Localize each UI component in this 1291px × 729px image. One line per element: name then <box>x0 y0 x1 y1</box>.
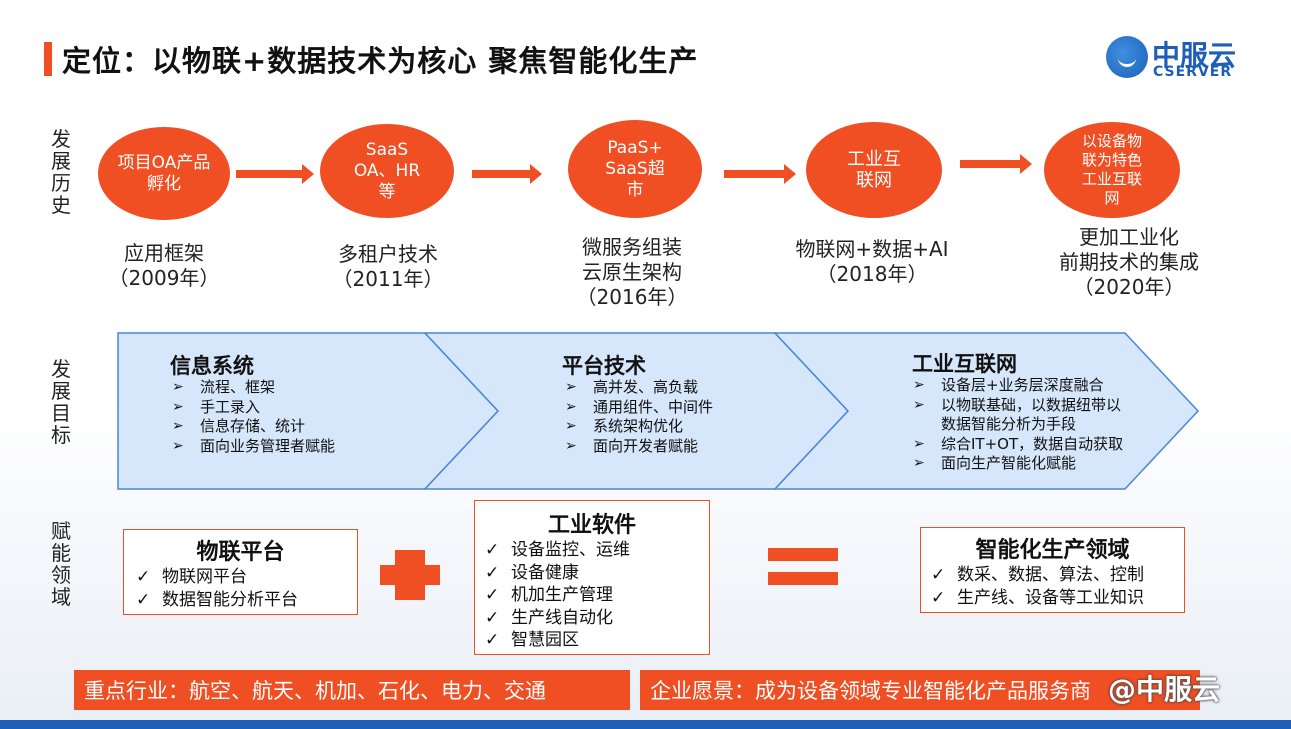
history-caption-2020: 更加工业化 前期技术的集成 （2020年） <box>1040 225 1218 300</box>
list-item: 面向生产智能化赋能 <box>913 454 1125 474</box>
caption-line: 前期技术的集成 <box>1059 250 1199 274</box>
goal-title-information-system: 信息系统 <box>170 354 254 378</box>
list-item: 面向业务管理者赋能 <box>172 437 342 457</box>
list-item: 设备层+业务层深度融合 <box>913 376 1125 396</box>
bottom-accent-line <box>0 720 1291 729</box>
list-item: 机加生产管理 <box>481 584 709 607</box>
row-label-domains: 赋能领域 <box>51 519 71 609</box>
history-bubble-2009: 项目OA产品孵化 <box>98 127 230 220</box>
caption-line: 多租户技术 <box>338 242 438 266</box>
iot-platform-box: 物联平台 物联网平台 数据智能分析平台 <box>123 529 358 615</box>
vision-text: 企业愿景：成为设备领域专业智能化产品服务商 <box>650 679 1091 703</box>
watermark: @中服云 <box>1108 673 1221 706</box>
equals-sign-bottom <box>768 572 838 585</box>
list-item: 设备监控、运维 <box>481 539 709 562</box>
caption-line: 应用框架 <box>124 241 204 265</box>
caption-line: 云原生架构 <box>582 260 682 284</box>
history-bubble-2018: 工业互联网 <box>806 122 942 218</box>
list-item: 流程、框架 <box>172 378 342 398</box>
goal-list-information-system: 流程、框架 手工录入 信息存储、统计 面向业务管理者赋能 <box>172 378 342 456</box>
smart-production-box: 智能化生产领域 数采、数据、算法、控制 生产线、设备等工业知识 <box>920 527 1185 613</box>
list-item: 系统架构优化 <box>565 417 715 437</box>
title-accent-bar <box>44 42 52 76</box>
history-bubble-text: 工业互联网 <box>847 149 901 191</box>
caption-line: 微服务组装 <box>582 235 682 259</box>
list-item: 通用组件、中间件 <box>565 398 715 418</box>
history-caption-2009: 应用框架 （2009年） <box>94 241 234 291</box>
logo-wave-mark <box>1118 50 1136 67</box>
caption-line: （2020年） <box>1073 275 1185 299</box>
industries-text: 重点行业：航空、航天、机加、石化、电力、交通 <box>84 679 546 703</box>
list-item: 智慧园区 <box>481 629 709 652</box>
smart-production-title: 智能化生产领域 <box>975 538 1130 563</box>
history-bubble-text: 项目OA产品孵化 <box>117 152 211 194</box>
industrial-software-list: 设备监控、运维 设备健康 机加生产管理 生产线自动化 智慧园区 <box>481 539 709 652</box>
list-item: 高并发、高负载 <box>565 378 715 398</box>
list-item: 信息存储、统计 <box>172 417 342 437</box>
list-item: 面向开发者赋能 <box>565 437 715 457</box>
history-bubble-text: 以设备物联为特色工业互联网 <box>1081 132 1142 207</box>
list-item: 数据智能分析平台 <box>132 589 357 612</box>
history-arrow <box>960 154 1032 174</box>
history-bubble-text: PaaS+ SaaS超市 <box>605 137 665 200</box>
caption-line: 物联网+数据+AI <box>795 237 949 261</box>
list-item: 生产线自动化 <box>481 607 709 630</box>
goal-list-platform-tech: 高并发、高负载 通用组件、中间件 系统架构优化 面向开发者赋能 <box>565 378 715 456</box>
list-item: 数采、数据、算法、控制 <box>927 564 1184 587</box>
caption-line: （2018年） <box>816 262 928 286</box>
history-caption-2016: 微服务组装 云原生架构 （2016年） <box>562 235 702 310</box>
caption-line: （2009年） <box>108 266 220 290</box>
caption-line: 更加工业化 <box>1079 225 1179 249</box>
history-caption-2018: 物联网+数据+AI （2018年） <box>790 237 954 287</box>
logo-name-en: CSERVER <box>1153 64 1233 80</box>
list-item: 综合IT+OT，数据自动获取 <box>913 435 1125 455</box>
history-arrow <box>724 164 796 184</box>
history-bubble-text: SaaS OA、HR等 <box>353 139 421 202</box>
goal-list-industrial-internet: 设备层+业务层深度融合 以物联基础，以数据纽带以数据智能分析为手段 综合IT+O… <box>913 376 1125 474</box>
caption-line: （2011年） <box>332 267 444 291</box>
equals-sign-top <box>768 548 838 561</box>
industrial-software-title: 工业软件 <box>547 513 636 538</box>
history-bubble-2011: SaaS OA、HR等 <box>320 124 454 218</box>
list-item: 手工录入 <box>172 398 342 418</box>
row-label-history: 发展历史 <box>51 127 71 217</box>
list-item: 物联网平台 <box>132 566 357 589</box>
goal-title-platform-tech: 平台技术 <box>562 354 646 378</box>
iot-platform-list: 物联网平台 数据智能分析平台 <box>132 566 357 611</box>
history-arrow <box>472 164 542 184</box>
smart-production-list: 数采、数据、算法、控制 生产线、设备等工业知识 <box>927 564 1184 609</box>
history-arrow <box>236 164 314 184</box>
list-item: 以物联基础，以数据纽带以数据智能分析为手段 <box>913 396 1125 435</box>
list-item: 设备健康 <box>481 562 709 585</box>
goal-title-industrial-internet: 工业互联网 <box>912 352 1017 376</box>
vision-banner: 企业愿景：成为设备领域专业智能化产品服务商 <box>640 670 1200 710</box>
plus-sign-horizontal <box>380 565 440 585</box>
history-bubble-2016: PaaS+ SaaS超市 <box>568 120 702 218</box>
iot-platform-title: 物联平台 <box>196 540 285 565</box>
list-item: 生产线、设备等工业知识 <box>927 587 1184 610</box>
history-caption-2011: 多租户技术 （2011年） <box>318 242 458 292</box>
industrial-software-box: 工业软件 设备监控、运维 设备健康 机加生产管理 生产线自动化 智慧园区 <box>474 500 710 655</box>
logo-name-cn: 中服云 <box>1152 39 1237 72</box>
row-label-goals: 发展目标 <box>51 357 71 447</box>
page-title: 定位：以物联+数据技术为核心 聚焦智能化生产 <box>62 44 699 78</box>
industries-banner: 重点行业：航空、航天、机加、石化、电力、交通 <box>74 670 630 710</box>
caption-line: （2016年） <box>576 285 688 309</box>
history-bubble-2020: 以设备物联为特色工业互联网 <box>1044 122 1180 218</box>
